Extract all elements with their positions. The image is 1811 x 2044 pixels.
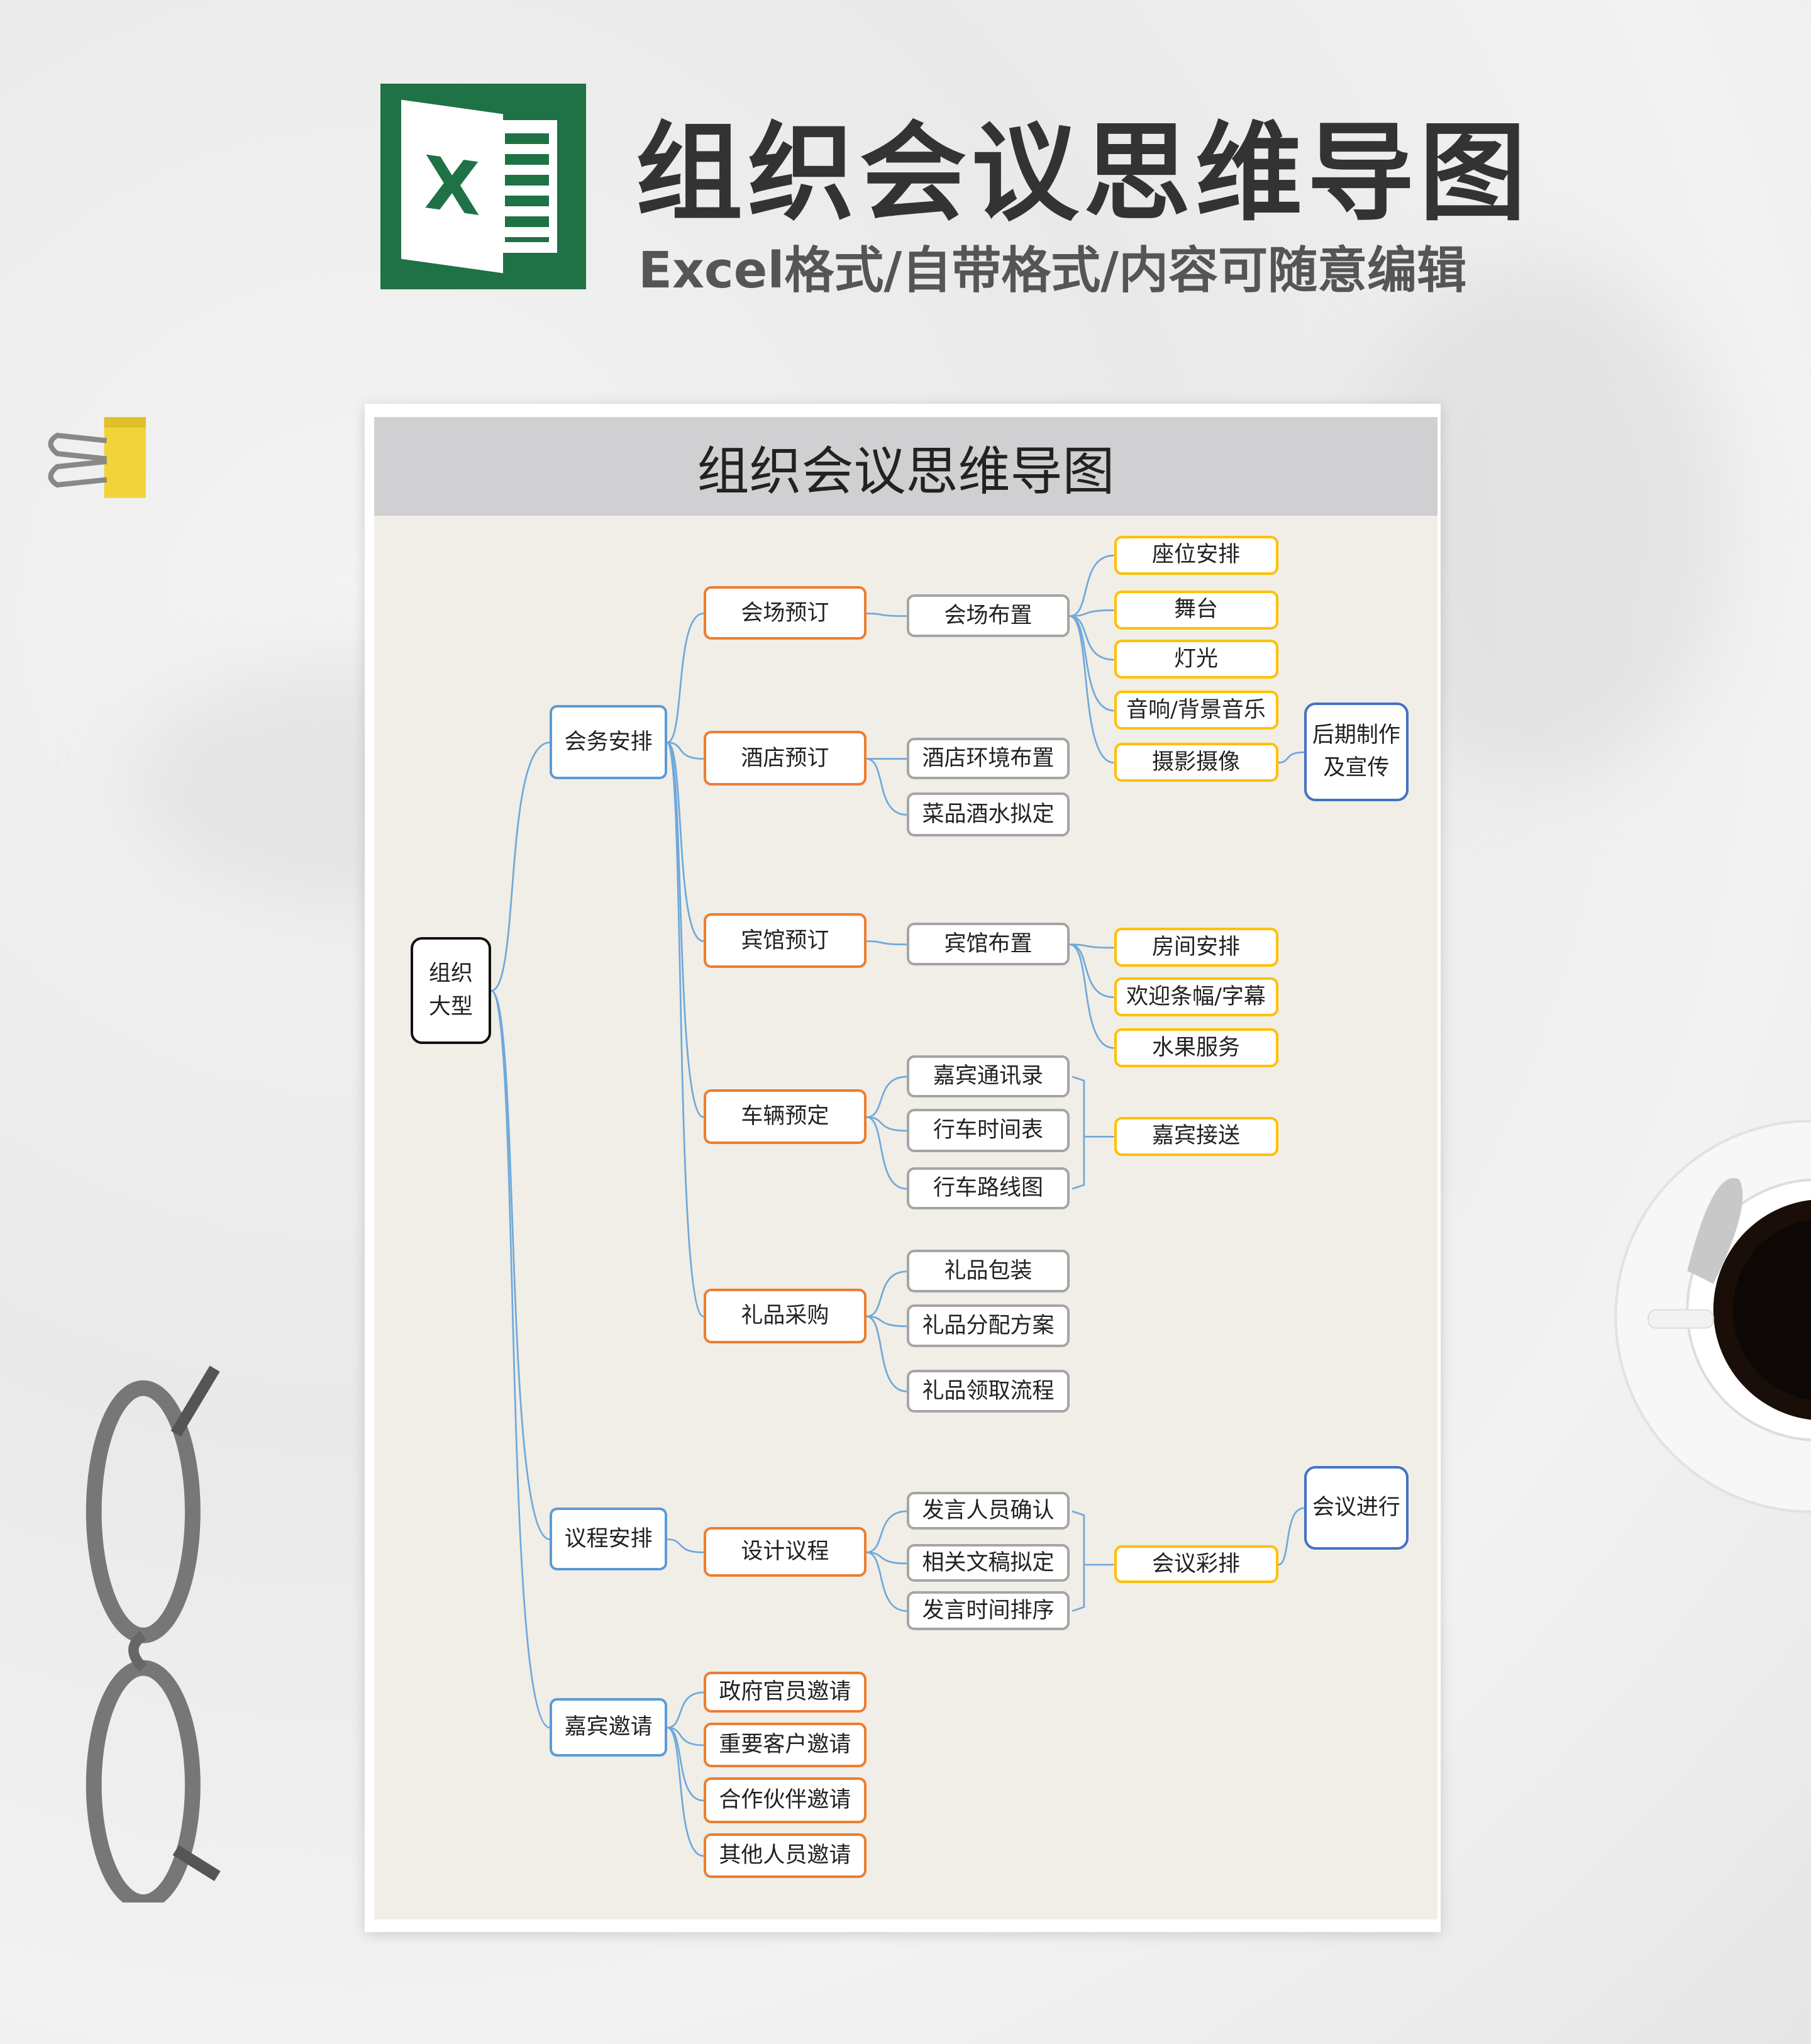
mindmap-node-sgfw[interactable]: 水果服务 [1114,1028,1278,1067]
mindmap-canvas [374,516,1437,1919]
mindmap-node-lpbz[interactable]: 礼品包装 [907,1249,1070,1293]
mindmap-node-zfgy[interactable]: 政府官员邀请 [703,1672,867,1713]
mindmap-node-hcbz[interactable]: 会场布置 [907,594,1070,638]
binder-clip-icon [48,417,146,498]
mindmap-node-zwap[interactable]: 座位安排 [1114,535,1278,575]
mindmap-node-root[interactable]: 组织 大型 [410,936,492,1044]
mindmap-node-xgwg[interactable]: 相关文稿拟定 [907,1544,1070,1582]
mindmap-node-lpcg[interactable]: 礼品采购 [703,1289,867,1344]
banner-title: 组织会议思维导图 [636,111,1532,236]
mindmap-node-jbtx[interactable]: 嘉宾通讯录 [907,1055,1070,1097]
mindmap-node-hzhb[interactable]: 合作伙伴邀请 [703,1777,867,1823]
mindmap-node-hwap[interactable]: 会务安排 [550,704,667,779]
mindmap-node-jdhj[interactable]: 酒店环境布置 [907,737,1070,780]
mindmap-node-ycap[interactable]: 议程安排 [550,1508,667,1570]
mindmap-node-sysx[interactable]: 摄影摄像 [1114,743,1278,782]
mindmap-node-clyd[interactable]: 车辆预定 [703,1089,867,1145]
mindmap-node-fysj[interactable]: 发言时间排序 [907,1591,1070,1630]
mindmap-node-dg[interactable]: 灯光 [1114,640,1278,679]
sheet-title: 组织会议思维导图 [374,417,1437,516]
mindmap-node-hqzz[interactable]: 后期制作 及宣传 [1304,702,1409,802]
mindmap-node-qtry[interactable]: 其他人员邀请 [703,1833,867,1878]
banner-subtitle: Excel格式/自带格式/内容可随意编辑 [638,242,1467,299]
eyeglasses-decoration [86,1365,221,1902]
mindmap-node-xclx[interactable]: 行车路线图 [907,1167,1070,1209]
mindmap-node-hcyd[interactable]: 会场预订 [703,586,867,640]
mindmap-node-bgyd[interactable]: 宾馆预订 [703,913,867,969]
mindmap-node-sjyc[interactable]: 设计议程 [703,1527,867,1577]
mindmap-node-wt[interactable]: 舞台 [1114,590,1278,630]
mindmap-node-bgbz[interactable]: 宾馆布置 [907,922,1070,966]
mindmap-node-fjap[interactable]: 房间安排 [1114,928,1278,967]
mindmap-node-jbjs[interactable]: 嘉宾接送 [1114,1116,1278,1156]
mindmap-node-yx[interactable]: 音响/背景音乐 [1114,691,1278,730]
mindmap-node-hytf[interactable]: 欢迎条幅/字幕 [1114,977,1278,1017]
mindmap-node-zykh[interactable]: 重要客户邀请 [703,1723,867,1767]
mindmap-node-lplq[interactable]: 礼品领取流程 [907,1369,1070,1413]
mindmap-node-jdyd[interactable]: 酒店预订 [703,731,867,786]
mindmap-node-jbyq[interactable]: 嘉宾邀请 [550,1697,667,1757]
excel-x-icon: X [401,99,503,274]
mindmap-node-lpfp[interactable]: 礼品分配方案 [907,1304,1070,1348]
spreadsheet-grid-icon [497,120,557,253]
mindmap-node-cpjs[interactable]: 菜品酒水拟定 [907,792,1070,837]
mindmap-node-hyjx[interactable]: 会议进行 [1304,1465,1409,1550]
mindmap-node-xcsj[interactable]: 行车时间表 [907,1109,1070,1152]
coffee-cup-decoration [1614,1119,1811,1513]
mindmap-node-hycp[interactable]: 会议彩排 [1114,1545,1278,1584]
mindmap-node-fyqr[interactable]: 发言人员确认 [907,1492,1070,1530]
excel-logo: X [380,84,586,289]
